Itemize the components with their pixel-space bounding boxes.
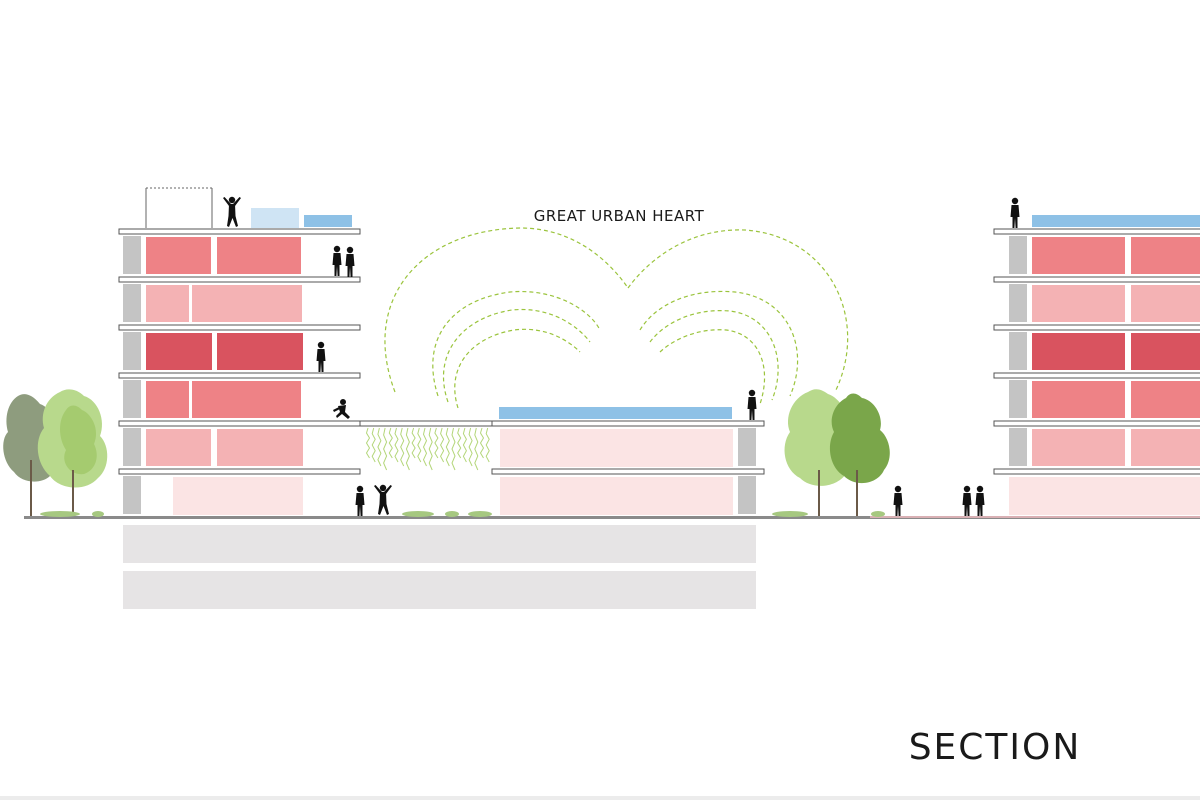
left-tree-group: [3, 389, 108, 517]
person-icon: [975, 485, 985, 516]
podium-bridge: [359, 420, 501, 427]
person-icon: [333, 399, 350, 419]
person-icon: [374, 484, 392, 515]
person-icon: [747, 389, 757, 420]
person-icon: [316, 341, 326, 372]
vegetation-strand: [457, 427, 462, 459]
center-tree-group: [772, 389, 890, 517]
rooftop-pool: [304, 215, 352, 227]
great-urban-heart-label: GREAT URBAN HEART: [534, 207, 705, 225]
people: [223, 196, 1020, 516]
vegetation-strand: [388, 427, 393, 459]
vegetation-strand: [462, 427, 467, 463]
vegetation-strand: [422, 427, 428, 467]
person-icon: [1010, 197, 1020, 228]
podium-pool: [499, 407, 732, 419]
basement-level-2: [123, 571, 756, 609]
ground-shrubs-left: [40, 511, 104, 517]
vegetation-strand: [474, 427, 479, 471]
person-icon: [345, 246, 355, 277]
vegetation-strand: [383, 427, 388, 471]
vegetation-strand: [400, 427, 405, 467]
vegetation-strand: [405, 427, 410, 471]
rooftop-pergola: [145, 187, 213, 228]
person-icon: [355, 485, 365, 516]
vegetation-strand: [371, 427, 376, 463]
left-units: [146, 237, 303, 515]
right-slabs: [993, 228, 1200, 475]
vegetation-strand: [377, 427, 382, 467]
rooftop-pool-light: [251, 208, 299, 228]
person-icon: [223, 196, 241, 227]
ground-line: [24, 516, 1200, 519]
basement-level-1: [123, 525, 756, 563]
tree-icon: [829, 393, 890, 516]
right-core: [1009, 236, 1027, 466]
vegetation-strand: [428, 427, 433, 471]
vegetation-strand: [440, 427, 445, 463]
tree-icon: [37, 389, 108, 516]
vegetation-strand: [411, 427, 416, 459]
vegetation-strand: [417, 427, 422, 463]
vegetation-strand: [445, 427, 450, 467]
vegetation-strand: [485, 427, 490, 463]
ground-path-pink: [870, 516, 1200, 518]
vegetation-strand: [365, 427, 371, 459]
vegetation-curtain-icon: [365, 427, 490, 471]
ground-shrubs-center: [772, 511, 885, 517]
right-building: [993, 215, 1200, 515]
left-slabs: [118, 228, 361, 475]
section-title: SECTION: [909, 727, 1082, 768]
vegetation-strand: [468, 427, 473, 467]
vegetation-strand: [394, 427, 399, 463]
urban-heart-arcs: [384, 227, 849, 409]
person-icon: [962, 485, 972, 516]
left-building: [118, 187, 361, 515]
page-bottom-border: [0, 796, 1200, 800]
person-icon: [332, 245, 342, 276]
vegetation-strand: [479, 427, 485, 459]
podium-building: [491, 407, 765, 515]
person-icon: [893, 485, 903, 516]
vegetation-strand: [434, 427, 439, 459]
basement-levels: [123, 525, 756, 609]
ground-shrubs-podium: [402, 511, 492, 517]
right-rooftop-pool: [1032, 215, 1200, 227]
left-core: [123, 236, 141, 514]
right-units: [1009, 237, 1200, 515]
vegetation-strand: [451, 427, 456, 471]
